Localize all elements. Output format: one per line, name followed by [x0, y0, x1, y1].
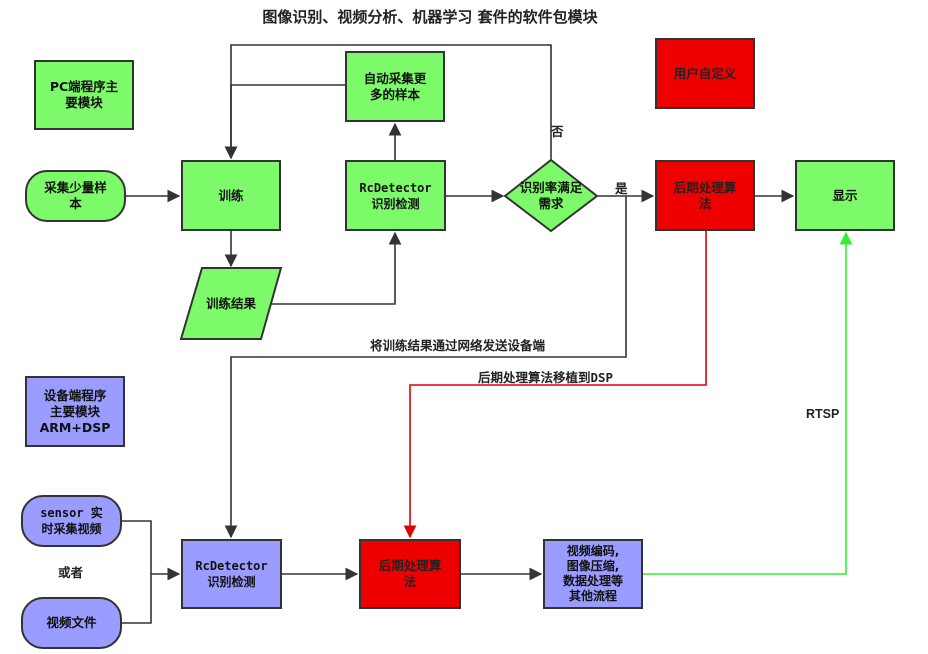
- decision-diamond: [503, 158, 599, 233]
- edge-sensor-merge: [122, 520, 152, 624]
- edge-label-yes: 是: [615, 181, 628, 196]
- post-algo-device-node: 后期处理算 法: [359, 539, 461, 609]
- diagram-title: 图像识别、视频分析、机器学习 套件的软件包模块: [262, 8, 598, 26]
- edge-port-dsp: [403, 231, 707, 539]
- train-result-parallelogram: [179, 267, 283, 340]
- post-algo-pc-node: 后期处理算 法: [655, 160, 755, 231]
- edge-label-send-device: 将训练结果通过网络发送设备端: [370, 338, 546, 353]
- edge-result-rcdetector: [271, 231, 402, 305]
- rcdetector-pc-node: RcDetector 识别检测: [345, 160, 446, 231]
- train-node: 训练: [181, 160, 281, 231]
- edge-decision-no: [224, 44, 552, 160]
- edge-rtsp: [643, 231, 853, 575]
- decision-text: 识别率满足 需求: [519, 180, 583, 211]
- edge-label-no: 否: [551, 124, 564, 139]
- edge-label-rtsp: RTSP: [806, 407, 840, 421]
- collect-samples-node: 采集少量样 本: [25, 170, 126, 222]
- video-file-node: 视频文件: [21, 597, 122, 649]
- user-defined-legend: 用户自定义: [655, 38, 755, 109]
- encode-node: 视频编码, 图像压缩, 数据处理等 其他流程: [543, 539, 643, 609]
- edge-send-device: [224, 196, 627, 539]
- auto-collect-node: 自动采集更 多的样本: [345, 51, 445, 122]
- pc-module-legend: PC端程序主 要模块: [34, 60, 134, 130]
- edge-autocollect-train: [224, 84, 345, 160]
- rcdetector-device-node: RcDetector 识别检测: [181, 539, 282, 609]
- device-module-legend: 设备端程序 主要模块 ARM+DSP: [25, 376, 125, 447]
- or-label: 或者: [58, 565, 84, 580]
- display-node: 显示: [795, 160, 895, 231]
- sensor-node: sensor 实 时采集视频: [21, 495, 122, 547]
- edge-label-port-dsp: 后期处理算法移植到DSP: [478, 370, 614, 385]
- train-result-text: 训练结果: [205, 296, 256, 311]
